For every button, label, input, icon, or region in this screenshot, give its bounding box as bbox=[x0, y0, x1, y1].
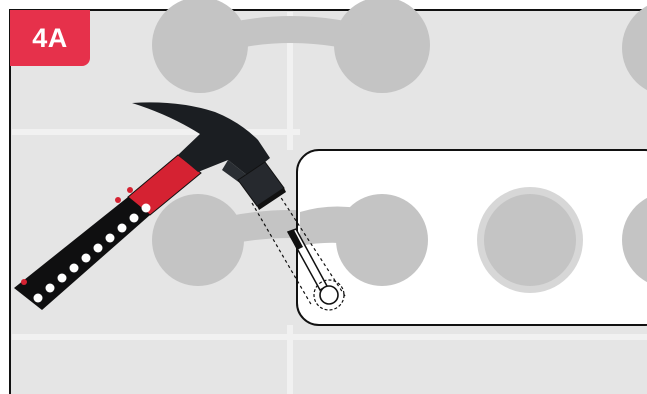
terminal-top-3 bbox=[622, 5, 647, 91]
cover-terminals bbox=[300, 187, 647, 293]
cell-dividers bbox=[12, 12, 647, 394]
terminal-cover-3 bbox=[622, 197, 647, 283]
vent-hole-icon bbox=[319, 285, 339, 305]
terminal-cover-2 bbox=[484, 194, 576, 286]
strap-cover bbox=[300, 206, 382, 250]
vent-hole-highlight bbox=[313, 279, 345, 311]
hammer-icon bbox=[14, 102, 286, 310]
top-terminals bbox=[152, 0, 647, 93]
strap-top bbox=[200, 16, 382, 58]
punch-guide bbox=[251, 192, 346, 311]
step-badge: 4A bbox=[10, 10, 90, 66]
